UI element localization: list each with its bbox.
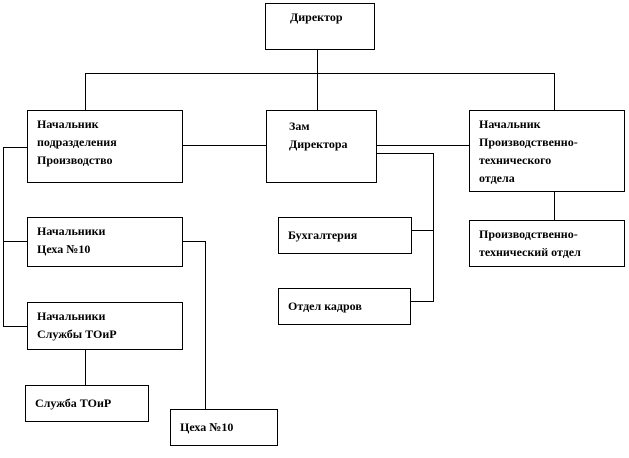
deputy-director-box: Зам Директора (266, 110, 377, 183)
connector-production-vertical (3, 147, 4, 327)
hr-box: Отдел кадров (278, 288, 411, 325)
connector-to-maintenance-head (3, 326, 28, 327)
connector-to-hr (410, 301, 434, 302)
connector-director-down (317, 49, 318, 74)
connector-to-deputy (317, 73, 318, 110)
connector-deputy-branch (376, 153, 434, 154)
connector-to-pto-head (554, 73, 555, 110)
connector-workshop-vertical (205, 241, 206, 426)
connector-pto-head-down (554, 191, 555, 221)
maintenance-head-box: Начальники Службы ТОиР (27, 302, 183, 350)
connector-top-bus (85, 73, 555, 74)
connector-production-deputy (182, 145, 267, 146)
connector-production-left (3, 147, 28, 148)
connector-to-production (85, 73, 86, 110)
connector-to-accounting (411, 230, 434, 231)
connector-deputy-pto-head (376, 145, 470, 146)
pto-head-box: Начальник Производственно- технического … (469, 110, 625, 192)
accounting-box: Бухгалтерия (278, 217, 412, 254)
production-head-box: Начальник подразделения Производство (27, 110, 183, 183)
director-box: Директор (265, 3, 375, 50)
connector-workshop-right (182, 241, 206, 242)
connector-staff-vertical (433, 153, 434, 302)
pto-department-box: Производственно- технический отдел (469, 220, 625, 267)
connector-maintenance-down (85, 349, 86, 386)
maintenance-service-box: Служба ТОиР (25, 385, 149, 422)
connector-to-workshop-head (3, 241, 28, 242)
workshop-head-box: Начальники Цеха №10 (27, 217, 183, 267)
workshop-box: Цеха №10 (170, 409, 278, 446)
